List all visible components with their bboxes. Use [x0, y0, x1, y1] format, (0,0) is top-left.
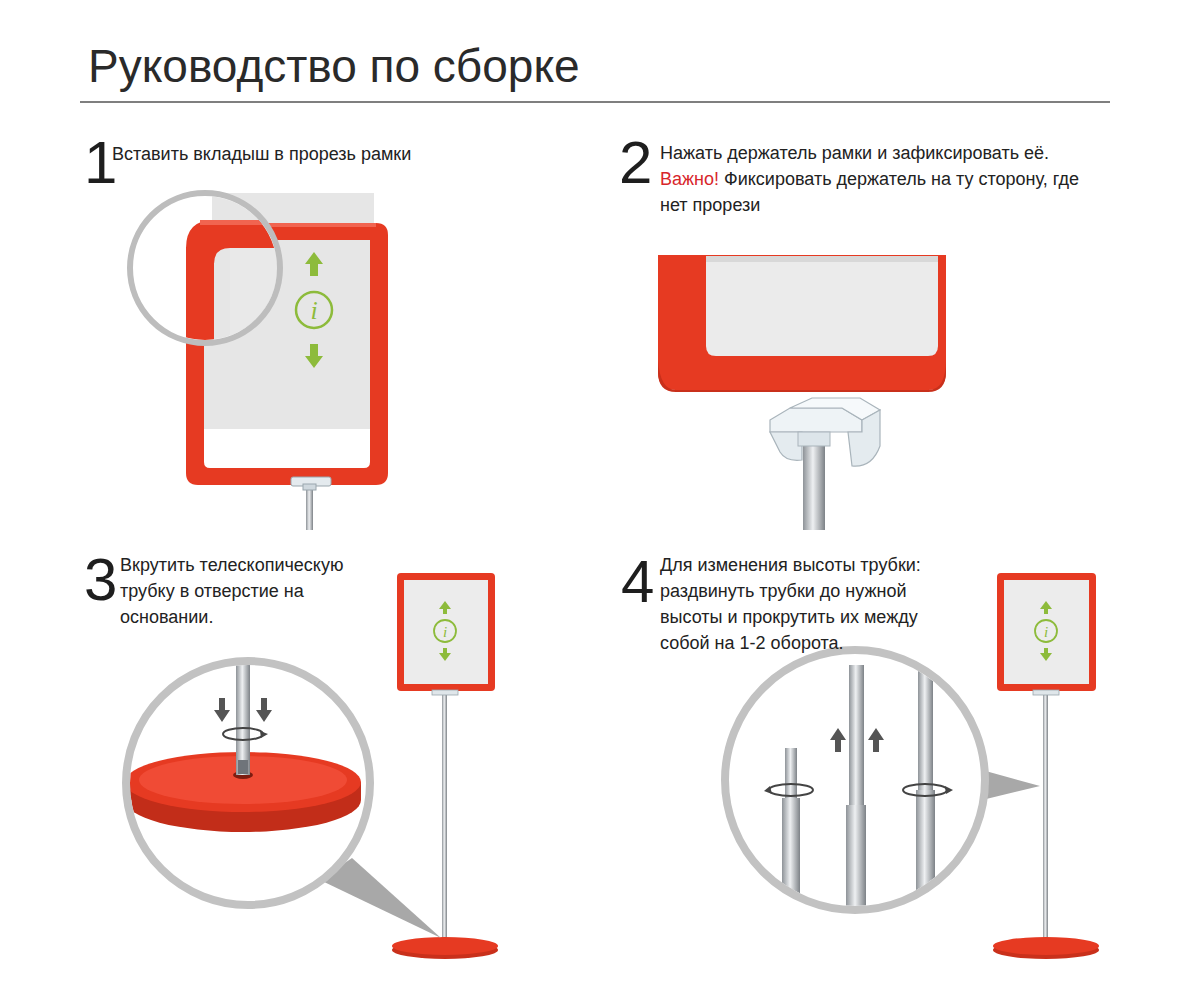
- step4-magnifier-part-part: [849, 665, 864, 805]
- step4-magnifier-part-part: [903, 784, 947, 796]
- step4-stand-part: [993, 937, 1099, 955]
- step1-holder-part: [306, 486, 313, 530]
- step2-holder: [770, 398, 880, 530]
- step3-magnifier-part-part: [214, 698, 230, 722]
- step2-frame: [658, 255, 946, 392]
- step3-magnifier-part-part: [260, 731, 268, 738]
- step1-frame-part: [296, 292, 332, 328]
- step3-magnifier-part-part: [256, 698, 272, 722]
- step3-stand-part: [439, 601, 451, 614]
- info-icon: i: [443, 625, 447, 640]
- step4-magnifier-part-part: [868, 728, 884, 752]
- step4-stand-part: [1043, 694, 1048, 946]
- info-icon: i: [1044, 625, 1048, 640]
- step3-magnifier: [125, 655, 441, 938]
- step3-magnifier-part: [126, 661, 370, 905]
- step4-magnifier-part-part: [785, 748, 797, 798]
- step4-stand-part: [1040, 648, 1052, 661]
- step3-stand-part: [439, 648, 451, 661]
- step1-magnifier-part-part: [200, 220, 380, 225]
- step2-frame-part: [658, 360, 946, 392]
- step-instruction: Фиксировать держатель на ту сторону, где…: [660, 169, 1079, 215]
- step4-stand-part: [1004, 580, 1089, 684]
- step-instruction: Вставить вкладыш в прорезь рамки: [112, 141, 552, 167]
- step3-magnifier-part-part: [139, 756, 347, 804]
- step4-magnifier-part-part: [916, 790, 935, 920]
- step3-stand-part: [434, 620, 456, 642]
- step4-magnifier-part-part: [764, 786, 772, 794]
- step4-magnifier-part: [725, 650, 985, 910]
- step3-stand: [392, 573, 498, 959]
- title-rule: [80, 101, 1110, 103]
- step4-magnifier-part-part: [945, 786, 953, 794]
- step3-magnifier-part-part: [223, 728, 263, 740]
- step3-magnifier-part-part: [238, 760, 248, 774]
- step2-holder-part: [770, 432, 802, 460]
- step2-holder-part: [848, 410, 880, 466]
- step2-frame-part: [706, 256, 938, 262]
- step1-magnifier-part-part: [230, 248, 380, 388]
- step4-stand-part: [1033, 690, 1059, 695]
- step4-stand-part: [1035, 620, 1057, 642]
- step4-magnifier-part: [982, 770, 1040, 800]
- step3-stand-part: [404, 580, 488, 684]
- step3-stand-part: [442, 694, 447, 946]
- step-instruction: Нажать держатель рамки и зафиксировать е…: [660, 140, 1180, 166]
- step4-stand-part: [997, 573, 1096, 691]
- step1-magnifier-part: [130, 193, 280, 343]
- step2-holder-part: [798, 432, 830, 446]
- step1-magnifier-part: [186, 185, 380, 388]
- step4-magnifier-part-part: [918, 665, 933, 790]
- step4-magnifier-part: [764, 665, 953, 920]
- step4-stand-part: [1040, 601, 1052, 614]
- info-icon: i: [310, 298, 317, 324]
- step3-stand-part: [432, 690, 458, 695]
- step3-magnifier-part: [125, 655, 361, 832]
- step4-magnifier-part-part: [769, 784, 813, 796]
- step3-magnifier-part-part: [236, 655, 250, 775]
- step-instruction: Вкрутить телескопическую трубку в отверс…: [120, 552, 365, 630]
- step4-magnifier-part-part: [846, 805, 866, 920]
- step-number: 3: [84, 550, 117, 610]
- step4-stand: [993, 573, 1099, 959]
- step2-frame-part: [658, 255, 946, 390]
- step-number: 2: [619, 133, 652, 193]
- step-instruction: Для изменения высоты трубки: раздвинуть …: [660, 552, 965, 656]
- step1-magnifier-part-part: [186, 220, 380, 380]
- step1-frame-part: [305, 252, 323, 276]
- step3-stand-part: [397, 573, 495, 691]
- step2-frame-part: [706, 256, 938, 356]
- step4-magnifier: [725, 650, 1040, 920]
- step1-holder: [291, 477, 331, 530]
- step3-stand-part: [392, 937, 498, 955]
- warning-word: Важно!: [660, 169, 719, 189]
- step2-holder-part: [790, 398, 880, 420]
- step1-holder-part: [303, 484, 316, 490]
- step2-holder-part: [803, 440, 825, 530]
- step4-magnifier-part-part: [830, 728, 846, 752]
- step-number: 4: [621, 552, 654, 612]
- step1-magnifier: [130, 185, 380, 388]
- step1-frame-part: [305, 344, 323, 368]
- page-title: Руководство по сборке: [88, 38, 580, 94]
- step3-magnifier-part-part: [125, 752, 361, 812]
- instruction-block: Важно! Фиксировать держатель на ту сторо…: [660, 166, 1100, 218]
